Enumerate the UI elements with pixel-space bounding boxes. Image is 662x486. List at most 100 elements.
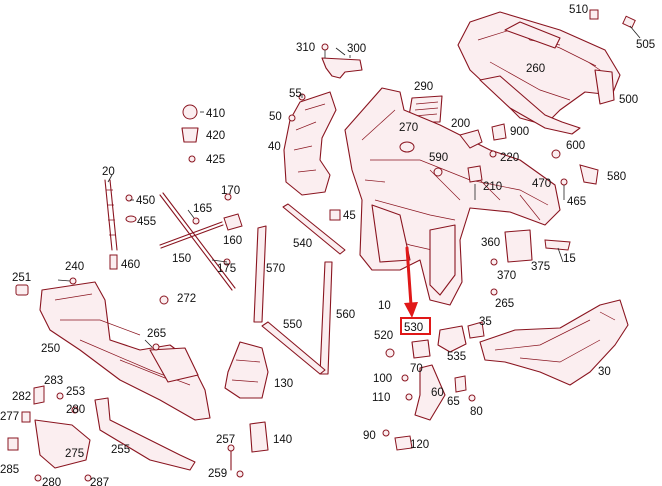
label-255: 255: [111, 444, 130, 456]
small-parts-left: [7, 277, 92, 482]
bracket-40: [283, 91, 337, 196]
highlight-530: [400, 246, 431, 335]
brace-255: [94, 397, 196, 471]
label-253: 253: [66, 386, 85, 398]
highlight-box: [400, 317, 431, 335]
label-65: 65: [447, 396, 460, 408]
label-900: 900: [510, 126, 529, 138]
label-240: 240: [65, 261, 84, 273]
label-270: 270: [399, 122, 418, 134]
label-30: 30: [598, 366, 611, 378]
small-parts-lower-center: [382, 321, 485, 451]
label-15: 15: [563, 253, 576, 265]
bracket-300: [321, 43, 363, 79]
small-parts-upper: [181, 104, 599, 200]
label-500: 500: [619, 94, 638, 106]
label-570: 570: [266, 263, 285, 275]
label-70: 70: [410, 363, 423, 375]
label-600: 600: [566, 140, 585, 152]
label-140: 140: [273, 434, 292, 446]
label-560: 560: [336, 309, 355, 321]
label-277: 277: [0, 411, 19, 423]
label-50: 50: [269, 111, 282, 123]
label-160: 160: [223, 235, 242, 247]
label-40: 40: [268, 141, 281, 153]
brace-150: [159, 192, 243, 305]
label-310: 310: [296, 42, 315, 54]
label-20: 20: [102, 166, 115, 178]
label-285: 285: [0, 464, 19, 476]
label-530: 530: [404, 322, 423, 334]
label-175: 175: [217, 263, 236, 275]
bar-560: [319, 261, 333, 375]
bar-550: [261, 321, 326, 375]
label-275: 275: [65, 448, 84, 460]
label-45: 45: [343, 210, 356, 222]
label-455: 455: [137, 216, 156, 228]
label-110: 110: [372, 392, 390, 404]
label-470: 470: [532, 178, 551, 190]
label-550: 550: [283, 319, 302, 331]
label-170: 170: [221, 185, 240, 197]
label-360: 360: [481, 237, 500, 249]
bracket-130: [224, 341, 269, 399]
label-535: 535: [447, 351, 466, 363]
bar-540: [282, 203, 346, 255]
label-260: 260: [526, 63, 545, 75]
clip-505: [622, 15, 641, 39]
label-60: 60: [431, 387, 444, 399]
label-505: 505: [636, 39, 655, 51]
label-165: 165: [193, 203, 212, 215]
clip-510: [589, 9, 599, 20]
label-272: 272: [177, 293, 196, 305]
label-35: 35: [479, 316, 492, 328]
clip-259: [236, 470, 244, 478]
label-130: 130: [274, 378, 293, 390]
label-259: 259: [208, 468, 227, 480]
label-370: 370: [497, 270, 516, 282]
label-220: 220: [500, 152, 519, 164]
label-375: 375: [531, 261, 550, 273]
label-210: 210: [483, 181, 502, 193]
callout-labels: 510 505 260 500 310 300 290 55 50 40 410…: [0, 4, 655, 486]
label-280-bottom: 280: [42, 477, 61, 486]
label-265-top: 265: [495, 298, 514, 310]
label-150: 150: [172, 253, 191, 265]
upper-support-member: [457, 11, 621, 135]
label-257: 257: [216, 434, 235, 446]
label-250: 250: [41, 343, 60, 355]
label-120: 120: [410, 439, 429, 451]
label-300: 300: [347, 43, 366, 55]
label-10: 10: [378, 300, 391, 312]
label-283: 283: [44, 375, 63, 387]
bumper-beam-250: [39, 281, 211, 421]
label-590: 590: [429, 152, 448, 164]
label-510: 510: [569, 4, 588, 16]
bolt-257: [227, 444, 235, 471]
label-55: 55: [289, 88, 302, 100]
bar-570: [253, 225, 267, 323]
label-465: 465: [567, 196, 586, 208]
label-520: 520: [374, 330, 393, 342]
leader-lines: [57, 47, 564, 348]
label-90: 90: [363, 430, 376, 442]
label-282: 282: [12, 391, 31, 403]
label-280-top: 280: [66, 404, 85, 416]
label-420: 420: [206, 130, 225, 142]
label-100: 100: [373, 373, 392, 385]
label-410: 410: [206, 108, 225, 120]
label-251: 251: [12, 272, 31, 284]
strut-20: [104, 179, 137, 270]
label-287: 287: [90, 477, 109, 486]
label-450: 450: [136, 195, 155, 207]
bracket-140: [249, 421, 269, 453]
label-200: 200: [451, 118, 470, 130]
label-580: 580: [607, 171, 626, 183]
label-425: 425: [206, 154, 225, 166]
bracket-30: [479, 299, 629, 386]
bracket-45: [329, 209, 341, 221]
bracket-360: [490, 229, 571, 296]
label-80: 80: [470, 406, 483, 418]
label-265-bottom: 265: [147, 328, 166, 340]
